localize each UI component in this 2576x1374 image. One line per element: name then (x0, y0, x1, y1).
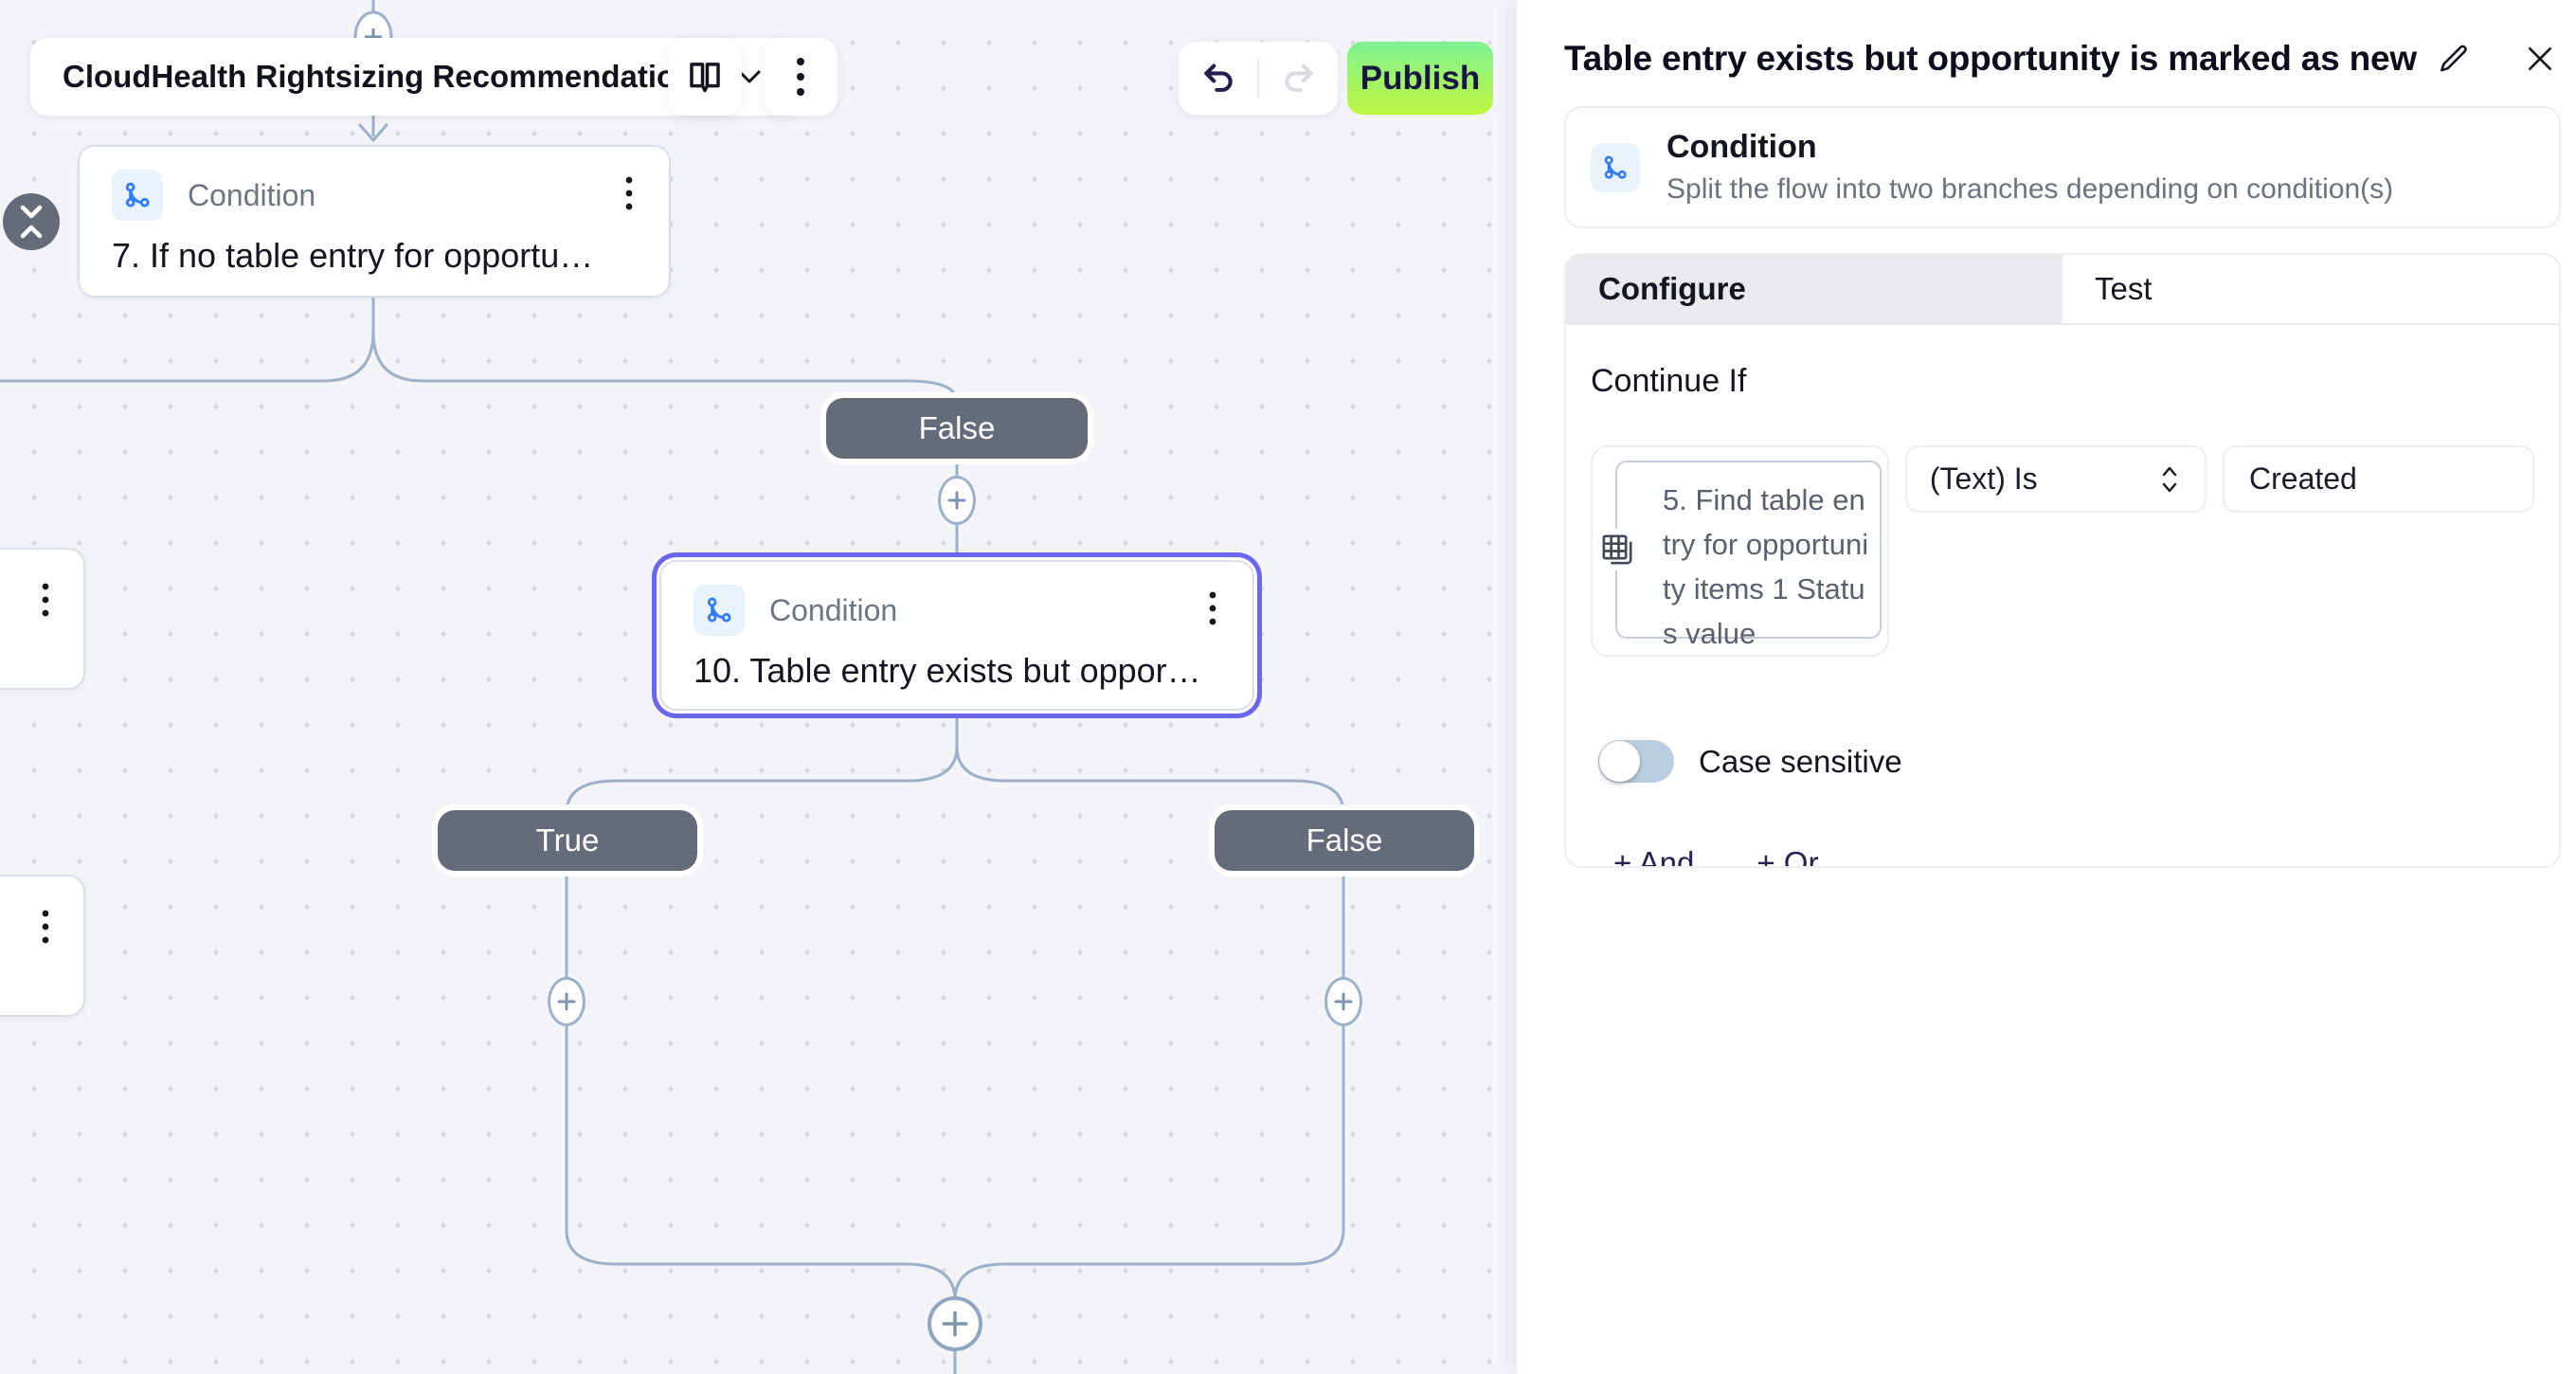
open-book-icon (685, 57, 725, 97)
condition-branch-icon (694, 585, 745, 636)
node-menu-button[interactable] (1205, 587, 1220, 635)
divider (1257, 57, 1259, 99)
flow-name-dropdown[interactable]: CloudHealth Rightsizing Recommendations (30, 38, 794, 116)
add-and-button[interactable]: + And (1613, 845, 1695, 868)
token-label: 5. Find table entry for opportunity item… (1663, 483, 1869, 650)
condition-branch-icon (1591, 142, 1640, 192)
condition-row: 5. Find table entry for opportunity item… (1591, 445, 2534, 657)
chevron-down-icon (737, 69, 762, 84)
table-icon (1596, 529, 1638, 570)
plus-icon (557, 992, 576, 1011)
case-sensitive-toggle[interactable] (1598, 740, 1674, 783)
tab-test[interactable]: Test (2095, 271, 2153, 306)
toggle-knob (1599, 741, 1640, 782)
add-step-button[interactable] (928, 1296, 982, 1351)
close-panel-button[interactable] (2519, 38, 2561, 80)
node-name: 10. Table entry exists but oppor… (694, 651, 1201, 690)
flow-menu-button[interactable] (764, 38, 838, 116)
condition-branch-icon (112, 170, 163, 221)
step-config-panel: Table entry exists but opportunity is ma… (1516, 0, 2576, 1374)
step-type-name: Condition (1666, 129, 1817, 165)
add-step-button[interactable] (938, 476, 976, 525)
plus-icon (1334, 992, 1353, 1011)
left-operand-field[interactable]: 5. Find table entry for opportunity item… (1591, 445, 1889, 657)
tab-configure[interactable]: Configure (1566, 255, 2063, 323)
node-type-label: Condition (188, 177, 316, 212)
panel-tabs: Configure Test (1566, 255, 2559, 325)
library-button[interactable] (668, 38, 742, 116)
data-token-chip[interactable]: 5. Find table entry for opportunity item… (1596, 461, 1882, 650)
branch-label-false: False (826, 398, 1088, 459)
redo-button[interactable] (1259, 42, 1338, 115)
undo-icon (1203, 63, 1233, 92)
plus-icon (947, 491, 966, 510)
config-card: Configure Test Continue If 5. (1564, 253, 2561, 868)
node-condition-7[interactable]: Condition 7. If no table entry for oppor… (78, 145, 671, 298)
undo-button[interactable] (1179, 42, 1257, 115)
flow-connectors (0, 0, 1345, 1374)
node-condition-10[interactable]: Condition 10. Table entry exists but opp… (659, 560, 1254, 711)
case-sensitive-row: Case sensitive (1598, 740, 2534, 783)
add-or-button[interactable]: + Or (1756, 845, 1819, 868)
updown-chevrons-icon (2157, 462, 2182, 497)
panel-title: Table entry exists but opportunity is ma… (1564, 39, 2417, 78)
plus-icon (942, 1311, 968, 1337)
offscreen-node[interactable] (0, 875, 85, 1017)
operator-select[interactable]: (Text) Is (1904, 445, 2207, 513)
offscreen-node[interactable] (0, 548, 85, 690)
branch-label-false: False (1215, 810, 1474, 871)
chevron-down-icon (20, 205, 43, 219)
comparison-value-input[interactable] (2223, 445, 2534, 513)
node-name: 7. If no table entry for opportu… (112, 236, 594, 275)
add-step-button[interactable] (1324, 977, 1362, 1026)
node-menu-button[interactable] (42, 582, 49, 623)
add-step-button[interactable] (548, 977, 585, 1026)
add-condition-row: + And + Or (1613, 845, 2534, 868)
node-menu-button[interactable] (621, 172, 637, 220)
publish-button[interactable]: Publish (1347, 42, 1493, 115)
redo-icon (1284, 63, 1313, 92)
node-menu-button[interactable] (42, 909, 49, 949)
operator-value: (Text) Is (1929, 461, 2038, 496)
history-controls (1179, 42, 1338, 115)
section-heading: Continue If (1591, 363, 1747, 399)
branch-label-true: True (438, 810, 697, 871)
kebab-menu-icon (796, 56, 805, 98)
flow-name-label: CloudHealth Rightsizing Recommendations (63, 59, 712, 94)
pencil-icon (2440, 45, 2467, 72)
step-type-description: Split the flow into two branches dependi… (1666, 173, 2394, 205)
node-type-label: Condition (769, 592, 898, 627)
chevron-up-icon (20, 225, 43, 239)
close-icon (2529, 47, 2551, 70)
step-type-card: Condition Split the flow into two branch… (1564, 106, 2561, 228)
rename-button[interactable] (2438, 43, 2470, 75)
case-sensitive-label: Case sensitive (1699, 743, 1902, 779)
collapse-branch-button[interactable] (3, 193, 60, 250)
